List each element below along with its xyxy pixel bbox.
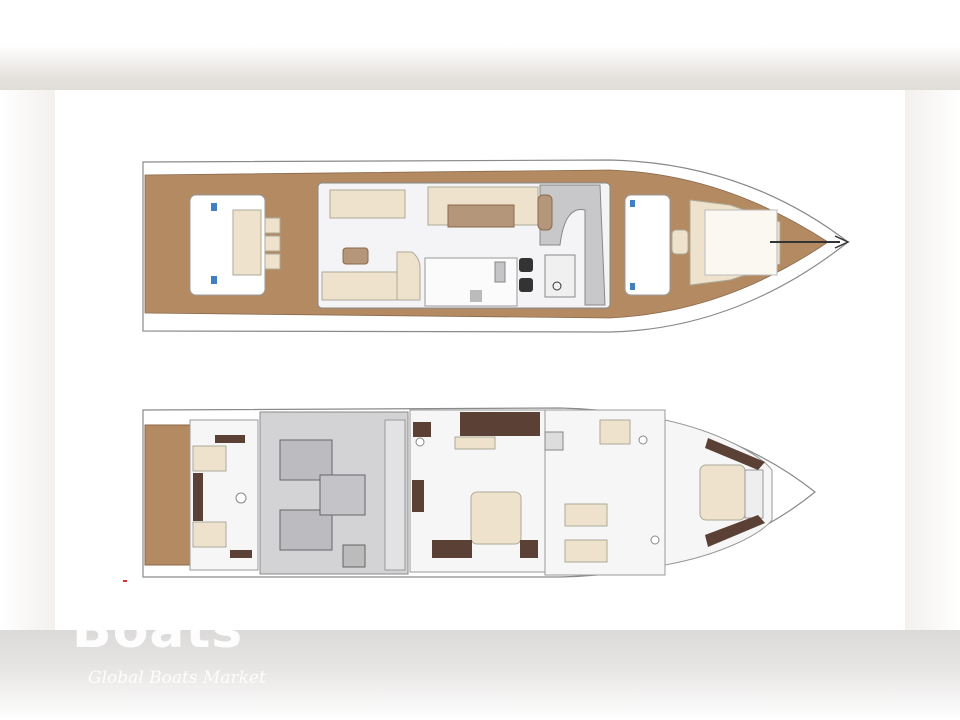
anchor-icon xyxy=(834,235,850,249)
helm-console xyxy=(544,254,576,298)
toilet-icon xyxy=(650,535,660,545)
background-top xyxy=(0,0,960,100)
helm-seat xyxy=(519,278,533,292)
sink-icon xyxy=(415,437,425,447)
crew-cabinet xyxy=(215,435,245,443)
speaker-icon xyxy=(630,283,635,290)
toilet-icon xyxy=(638,435,648,445)
background-bottom xyxy=(0,620,960,720)
stairs xyxy=(539,184,606,306)
cooktop xyxy=(470,290,482,302)
crew-bed xyxy=(192,445,227,472)
guest-bunk xyxy=(599,419,631,445)
dining-table xyxy=(447,204,515,228)
bathtub xyxy=(454,436,496,450)
guest-bed xyxy=(564,503,608,527)
coffee-table xyxy=(342,247,369,265)
salon-sofa xyxy=(329,189,406,219)
cockpit-table xyxy=(232,209,262,276)
crew-bed xyxy=(192,521,227,548)
helm-chair xyxy=(537,194,553,231)
generator xyxy=(319,474,366,516)
lower-deck-plan xyxy=(142,407,816,578)
main-deck-plan xyxy=(142,159,850,333)
watermark-brand: Boats xyxy=(72,600,244,660)
engine xyxy=(279,439,333,481)
marker xyxy=(123,580,127,582)
steering-wheel-icon xyxy=(552,281,562,291)
speaker-icon xyxy=(211,203,217,211)
background-right xyxy=(900,90,960,630)
speaker-icon xyxy=(630,200,635,207)
cockpit-stool xyxy=(264,217,281,234)
hatch xyxy=(544,431,564,451)
speaker-icon xyxy=(211,276,217,284)
owner-wardrobe xyxy=(460,412,540,436)
foredeck-table xyxy=(671,229,689,255)
salon-chaise xyxy=(396,251,421,301)
vip-wardrobe xyxy=(705,438,765,470)
bow-sunpad xyxy=(704,209,778,276)
crew-cabinet xyxy=(230,550,252,558)
toilet-icon xyxy=(235,492,247,504)
engine xyxy=(279,509,333,551)
sink xyxy=(494,261,506,283)
helm-seat xyxy=(519,258,533,272)
swim-platform xyxy=(144,424,191,566)
bulkhead-corridor xyxy=(384,419,406,571)
owner-nightstand xyxy=(432,540,472,558)
owner-wardrobe xyxy=(413,422,431,437)
vip-headboard xyxy=(744,469,764,519)
cockpit-stool xyxy=(264,253,281,270)
background-left xyxy=(0,90,60,630)
owner-bed xyxy=(470,491,522,545)
foredeck-sunpad xyxy=(624,194,671,296)
guest-bed xyxy=(564,539,608,563)
vip-wardrobe xyxy=(705,515,765,547)
tank xyxy=(342,544,366,568)
watermark-tagline: Global Boats Market xyxy=(88,668,266,688)
salon-sofa xyxy=(321,271,398,301)
owner-desk xyxy=(412,480,424,512)
vip-bed xyxy=(699,464,746,521)
owner-nightstand xyxy=(520,540,538,558)
crew-cabinet xyxy=(193,473,203,521)
cockpit-stool xyxy=(264,235,281,252)
